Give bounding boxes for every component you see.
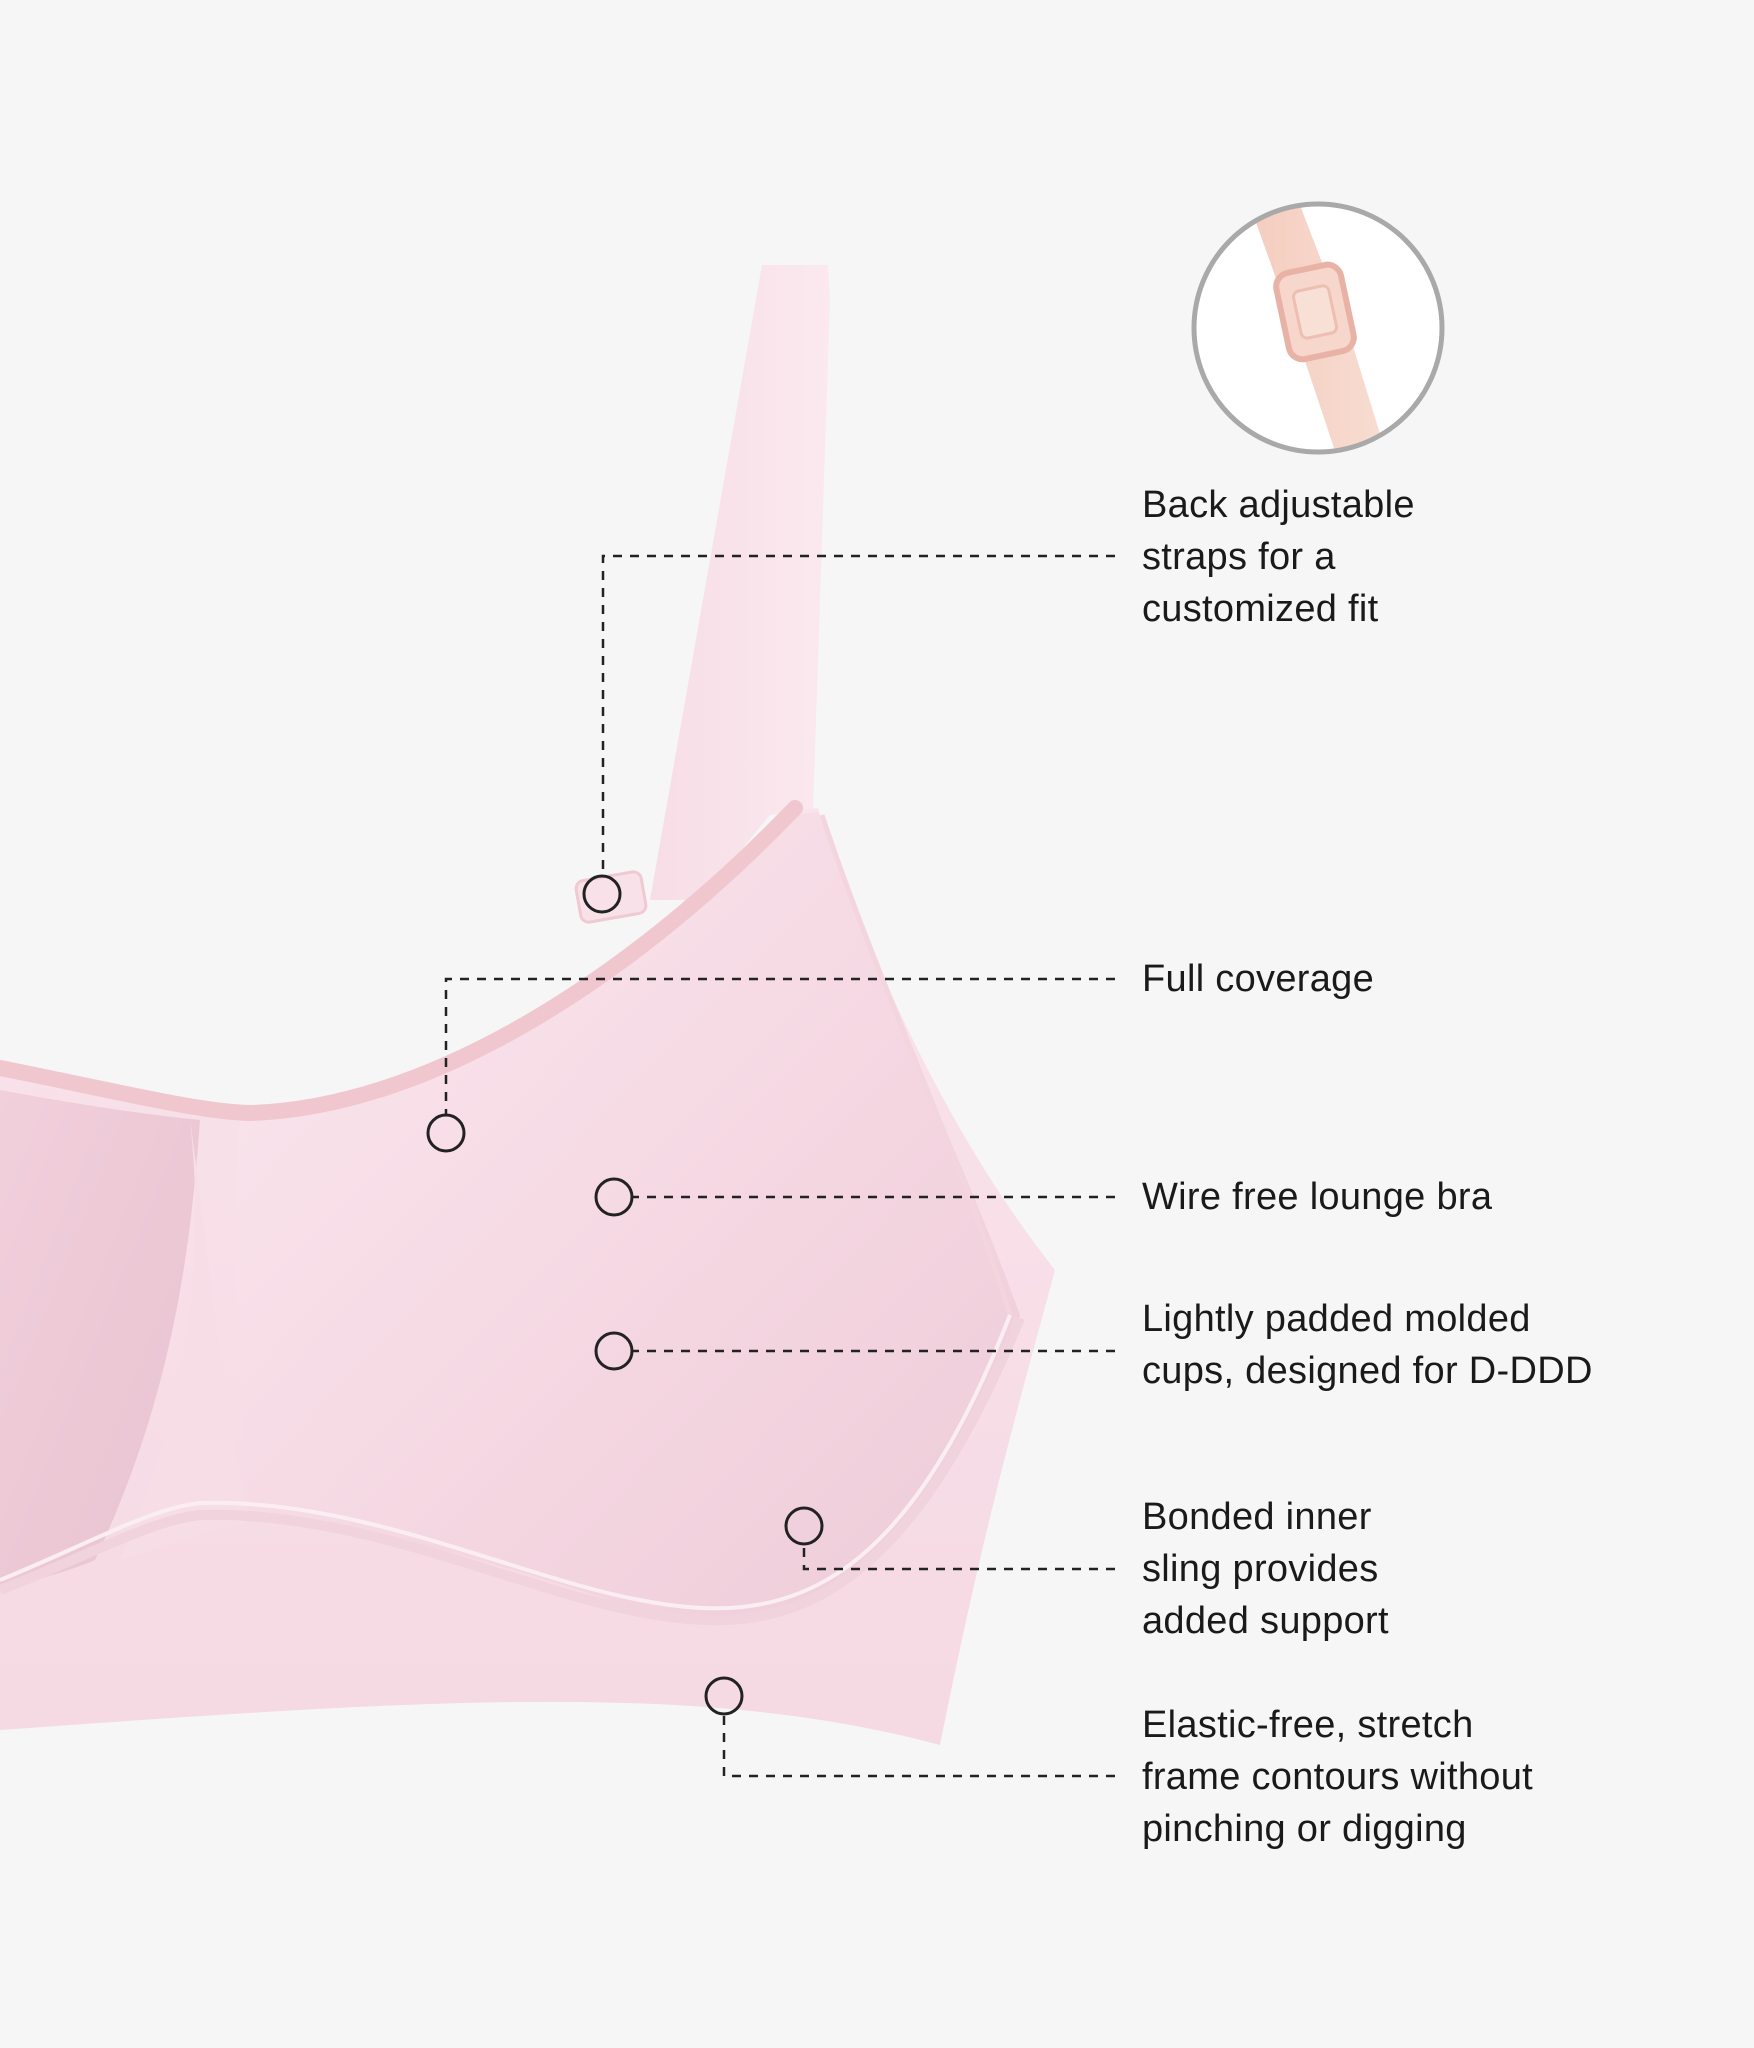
shoulder-strap <box>650 265 830 900</box>
marker-sling <box>784 1506 824 1546</box>
neckline-trim <box>0 800 803 1122</box>
callout-line: customized fit <box>1142 588 1379 630</box>
leader-frame <box>722 1714 1115 1778</box>
callout-line: Wire free lounge bra <box>1142 1176 1493 1218</box>
callout-line: frame contours without <box>1142 1756 1533 1798</box>
leader-coverage <box>444 977 1115 1114</box>
callout-wire-free: Wire free lounge bra <box>1142 1171 1492 1223</box>
callout-line: pinching or digging <box>1142 1808 1467 1850</box>
strap-zoom-inset <box>1191 201 1445 455</box>
callout-line: added support <box>1142 1600 1389 1642</box>
callout-cups: Lightly padded molded cups, designed for… <box>1142 1293 1593 1397</box>
callout-line: sling provides <box>1142 1548 1379 1590</box>
left-cup <box>0 1090 200 1590</box>
marker-coverage <box>426 1113 466 1153</box>
callout-frame: Elastic-free, stretch frame contours wit… <box>1142 1699 1533 1855</box>
callout-line: straps for a <box>1142 536 1336 578</box>
callout-markers <box>426 874 824 1716</box>
marker-cups <box>594 1331 634 1371</box>
leader-sling <box>802 1545 1115 1571</box>
marker-wire-free <box>594 1177 634 1217</box>
callout-line: Full coverage <box>1142 958 1375 1000</box>
leader-straps <box>601 554 1115 875</box>
marker-frame <box>704 1676 744 1716</box>
callout-line: Lightly padded molded <box>1142 1298 1531 1340</box>
sling-seam <box>0 1316 1025 1626</box>
callout-line: Bonded inner <box>1142 1496 1372 1538</box>
callout-line: cups, designed for D-DDD <box>1142 1350 1593 1392</box>
callout-sling: Bonded inner sling provides added suppor… <box>1142 1491 1389 1647</box>
callout-line: Back adjustable <box>1142 484 1415 526</box>
callout-coverage: Full coverage <box>1142 953 1374 1005</box>
callout-straps: Back adjustable straps for a customized … <box>1142 479 1415 635</box>
right-cup <box>235 812 1021 1620</box>
leader-lines <box>444 554 1115 1778</box>
callout-line: Elastic-free, stretch <box>1142 1704 1474 1746</box>
marker-straps <box>582 874 622 914</box>
